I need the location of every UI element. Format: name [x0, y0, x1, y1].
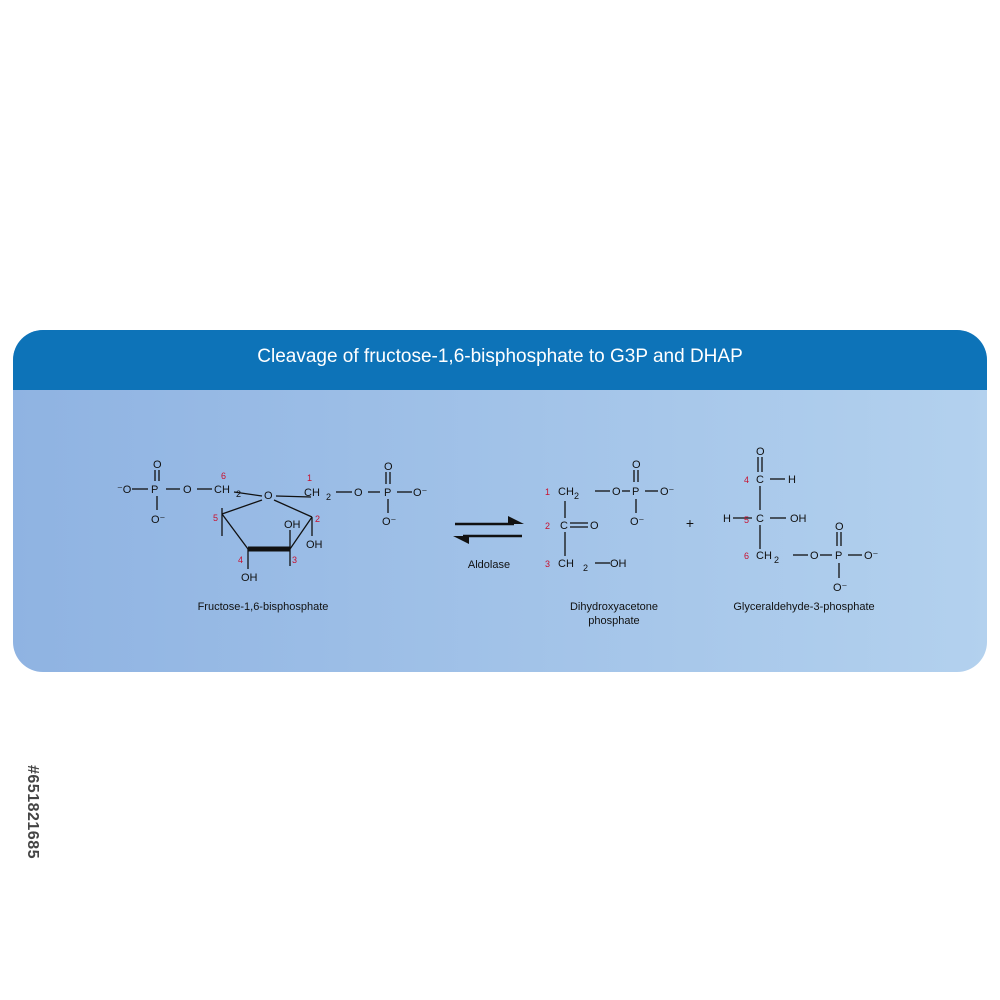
atom-label: CH [558, 558, 574, 570]
carbon-number: 2 [315, 514, 320, 524]
atom-label: H [788, 474, 796, 486]
atom-label: OH [284, 519, 301, 531]
atom-label: C [214, 484, 222, 496]
compound-name-dhap-line2: phosphate [588, 615, 639, 627]
atom-label: 2 [583, 563, 588, 573]
panel-header: Cleavage of fructose-1,6-bisphosphate to… [13, 330, 987, 390]
watermark-id: #651821685 [10, 765, 41, 875]
compound-name-fbp: Fructose-1,6-bisphosphate [198, 601, 329, 613]
atom-label: O [590, 520, 599, 532]
atom-label: OH [610, 558, 627, 570]
enzyme-label: Aldolase [468, 559, 510, 571]
atom-label: OH [306, 539, 323, 551]
atom-label: H [222, 484, 230, 496]
atom-label: O [612, 486, 621, 498]
atom-label: O [835, 521, 844, 533]
atom-label: O [183, 484, 192, 496]
diagram-title: Cleavage of fructose-1,6-bisphosphate to… [257, 346, 743, 367]
atom-label: OH [790, 513, 807, 525]
atom-label: CH [756, 550, 772, 562]
atom-label: 2 [774, 555, 779, 565]
bond-lines [132, 457, 862, 578]
atom-label: C [756, 513, 764, 525]
carbon-number: 6 [221, 471, 226, 481]
plus-sign: + [686, 515, 694, 531]
carbon-number: 6 [744, 551, 749, 561]
reaction-panel: Cleavage of fructose-1,6-bisphosphate to… [13, 330, 987, 672]
atom-label: O⁻ [630, 516, 645, 528]
carbon-number: 3 [545, 559, 550, 569]
equilibrium-arrows [453, 516, 524, 544]
carbon-number: 5 [744, 515, 749, 525]
atom-label: O [354, 487, 363, 499]
atom-label: O [153, 459, 162, 471]
carbon-number: 1 [307, 473, 312, 483]
compound-name-dhap: Dihydroxyacetone [570, 601, 658, 613]
atom-label: C [560, 520, 568, 532]
carbon-number: 4 [744, 475, 749, 485]
carbon-number: 2 [545, 521, 550, 531]
atom-label: O [810, 550, 819, 562]
atom-label: O [756, 446, 765, 458]
atom-label: P [632, 486, 639, 498]
atom-label: O⁻ [151, 514, 166, 526]
atom-label: H [312, 487, 320, 499]
atom-label: O [384, 461, 393, 473]
atom-label: P [151, 484, 158, 496]
watermark-text: #651821685 [24, 765, 41, 859]
atom-label: P [835, 550, 842, 562]
carbon-number: 3 [292, 555, 297, 565]
atom-label: CH [558, 486, 574, 498]
carbon-number: 4 [238, 555, 243, 565]
atom-label: O⁻ [382, 516, 397, 528]
compound-name-g3p: Glyceraldehyde-3-phosphate [733, 601, 874, 613]
atom-label: O⁻ [864, 550, 879, 562]
atom-label: H [723, 513, 731, 525]
atom-label: O [632, 459, 641, 471]
atom-label: O [264, 490, 273, 502]
atom-label: 2 [574, 491, 579, 501]
atom-label: O⁻ [413, 487, 428, 499]
atom-label: O⁻ [660, 486, 675, 498]
carbon-number: 5 [213, 513, 218, 523]
atom-label: 2 [236, 489, 241, 499]
atom-label: 2 [326, 492, 331, 502]
atom-label: ⁻O [117, 484, 132, 496]
atom-label: C [304, 487, 312, 499]
atom-label: O⁻ [833, 582, 848, 594]
carbon-number: 1 [545, 487, 550, 497]
atom-label: C [756, 474, 764, 486]
atom-label: P [384, 487, 391, 499]
atom-label: OH [241, 572, 258, 584]
